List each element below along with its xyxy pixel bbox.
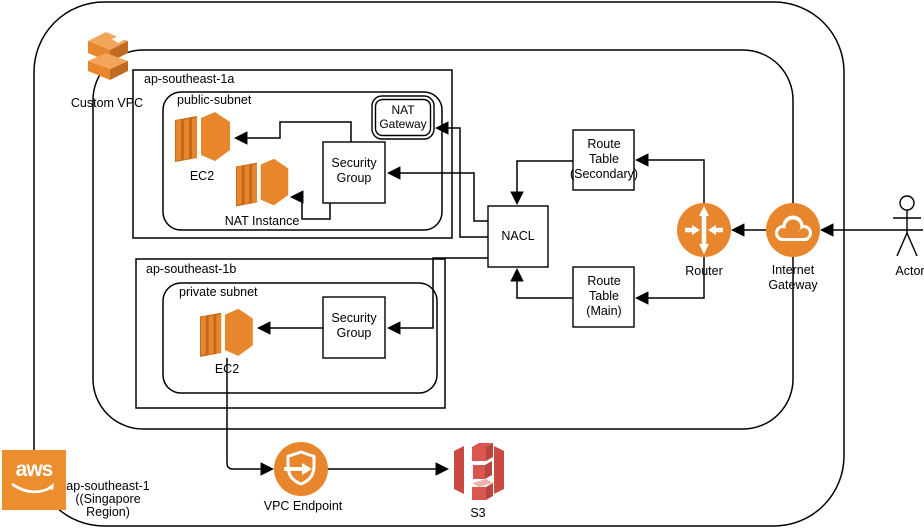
- vpc-endpoint-label: VPC Endpoint: [263, 499, 343, 513]
- aws-logo: aws: [2, 450, 66, 510]
- internet-gateway-label: Internet Gateway: [768, 263, 818, 292]
- az-1a-box: [132, 69, 453, 239]
- private-subnet-box: [162, 282, 438, 394]
- nat-instance-icon: [236, 158, 289, 207]
- connector-nacl-to-sg-public: [386, 166, 488, 222]
- vpc-icon: [88, 32, 128, 80]
- nacl-label: NACL: [501, 229, 535, 243]
- nacl-box: [487, 205, 549, 268]
- connector-sg-public-to-ec2: [233, 121, 352, 145]
- s3-icon: [454, 443, 504, 500]
- nat-instance-label: NAT Instance: [224, 214, 300, 228]
- aws-logo-text: aws: [15, 458, 54, 481]
- connector-router-to-rt-main: [634, 257, 705, 305]
- router-label: Router: [685, 264, 723, 278]
- region-label: ap-southeast-1 ((Singapore Region): [66, 479, 150, 519]
- aws-smile-icon: [11, 482, 54, 494]
- ec2-private-label: EC2: [214, 362, 240, 376]
- internet-gateway-icon: [766, 203, 820, 257]
- private-subnet-label: private subnet: [179, 285, 258, 299]
- connector-nacl-to-nat-gateway: [434, 121, 488, 238]
- route-table-main-label: Route Table (Main): [586, 274, 622, 318]
- az-1b-label: ap-southeast-1b: [146, 262, 237, 276]
- ec2-icon-public: [175, 112, 230, 162]
- vpc-endpoint-icon: [274, 442, 328, 496]
- public-subnet-label: public-subnet: [177, 93, 252, 107]
- connector-router-to-rt-secondary: [634, 153, 705, 203]
- region-boundary: [33, 1, 845, 527]
- security-group-public-label: Security Group: [331, 156, 377, 185]
- actor-icon: [893, 195, 921, 257]
- nat-gateway-label: NAT Gateway: [379, 103, 427, 131]
- router-icon: [677, 203, 731, 257]
- connector-rt-secondary-to-nacl: [510, 160, 573, 206]
- ec2-public-label: EC2: [189, 169, 215, 183]
- route-table-main-box: [572, 266, 635, 328]
- security-group-public-box: [322, 141, 386, 204]
- s3-label: S3: [470, 506, 486, 520]
- connector-ec2-to-vpc-endpoint: [226, 358, 275, 476]
- ec2-icon-private: [200, 308, 253, 357]
- nat-gateway-box-inner: [374, 98, 432, 137]
- route-table-secondary-label: Route Table (Secondary): [569, 137, 639, 181]
- connector-nacl-to-sg-private: [386, 257, 488, 335]
- connector-sg-public-to-nat-instance: [289, 190, 331, 220]
- connector-rt-main-to-nacl: [510, 267, 573, 299]
- az-1a-label: ap-southeast-1a: [144, 72, 235, 86]
- security-group-private-label: Security Group: [331, 311, 377, 340]
- vpc-label: Custom VPC: [70, 96, 144, 110]
- route-table-secondary-box: [572, 129, 635, 191]
- public-subnet-box: [162, 91, 443, 231]
- az-1b-box: [135, 258, 446, 409]
- actor-label: Actor: [895, 264, 924, 278]
- security-group-private-box: [322, 296, 386, 359]
